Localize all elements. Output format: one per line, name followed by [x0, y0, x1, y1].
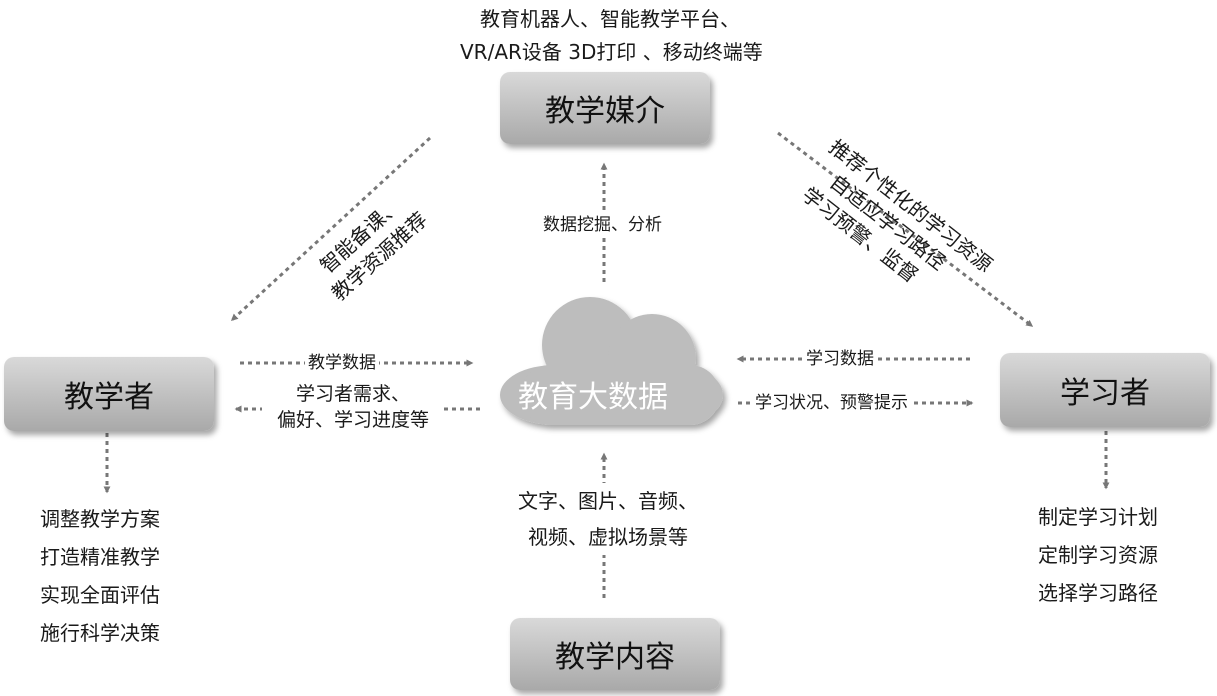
learner-outcome-item: 制定学习计划: [1038, 505, 1158, 529]
node-teacher: 教学者: [4, 357, 214, 431]
label-cloud-to-teacher: 学习者需求、 偏好、学习进度等: [262, 381, 444, 433]
learner-outcome-item: 选择学习路径: [1038, 581, 1158, 605]
media-examples-line1: 教育机器人、智能教学平台、: [480, 7, 740, 31]
label-learner-to-cloud: 学习数据: [803, 346, 877, 372]
label-cloud-to-media: 数据挖掘、分析: [540, 212, 665, 238]
label-content-to-cloud-line2: 视频、虚拟场景等: [528, 525, 688, 549]
node-teacher-label: 教学者: [64, 380, 154, 415]
learner-outcome-item: 定制学习资源: [1038, 543, 1158, 567]
node-content-label: 教学内容: [555, 640, 675, 675]
cloud-icon: [500, 297, 723, 425]
media-examples-line2: VR/AR设备 3D打印 、移动终端等: [460, 40, 763, 64]
node-media: 教学媒介: [500, 72, 710, 144]
teacher-outcomes: 调整教学方案 打造精准教学 实现全面评估 施行科学决策: [40, 500, 160, 652]
label-cloud-to-teacher-line1: 学习者需求、: [295, 383, 410, 405]
node-learner: 学习者: [1000, 353, 1210, 427]
label-cloud-to-teacher-line2: 偏好、学习进度等: [276, 409, 429, 431]
node-learner-label: 学习者: [1060, 376, 1150, 411]
cloud-label: 教育大数据: [518, 380, 668, 415]
teacher-outcome-item: 调整教学方案: [40, 507, 160, 531]
node-media-label: 教学媒介: [545, 94, 665, 129]
teacher-outcome-item: 实现全面评估: [40, 583, 160, 607]
teacher-outcome-item: 施行科学决策: [40, 621, 160, 645]
arrow-media-to-teacher: [230, 136, 432, 322]
label-cloud-to-learner: 学习状况、预警提示: [752, 390, 911, 416]
arrow-media-to-learner: [777, 131, 1034, 328]
label-teacher-to-cloud: 教学数据: [305, 350, 379, 376]
label-content-to-cloud: 文字、图片、音频、 视频、虚拟场景等: [490, 483, 726, 555]
label-content-to-cloud-line1: 文字、图片、音频、: [518, 489, 698, 513]
learner-outcomes: 制定学习计划 定制学习资源 选择学习路径: [1038, 498, 1158, 612]
media-examples: 教育机器人、智能教学平台、 VR/AR设备 3D打印 、移动终端等: [460, 3, 763, 69]
teacher-outcome-item: 打造精准教学: [40, 545, 160, 569]
node-content: 教学内容: [510, 618, 720, 690]
